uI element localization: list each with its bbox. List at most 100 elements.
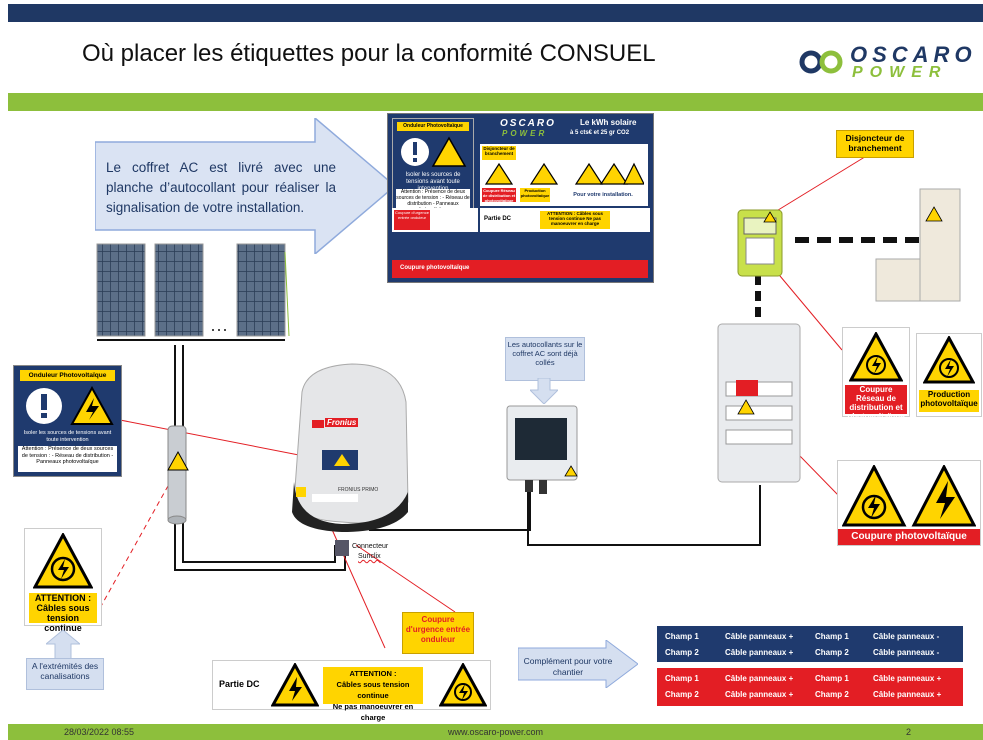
sheet-pour-votre: Pour votre installation. <box>573 192 633 198</box>
high-voltage-warning-icon-3 <box>849 332 903 382</box>
coupure-pv-text: Coupure photovoltaïque <box>838 529 980 545</box>
table-cell: Champ 1 <box>815 674 849 683</box>
table-row: Champ 2 Câble panneaux + Champ 2 Câble p… <box>657 646 963 660</box>
sheet-production: Production photovoltaïque <box>520 188 550 202</box>
top-bar <box>8 4 983 22</box>
table-red-block <box>657 668 963 706</box>
table-cell: Câble panneaux + <box>873 690 942 699</box>
table-cell: Champ 1 <box>665 674 699 683</box>
sheet-coupure-pv: Coupure photovoltaïque <box>400 265 470 271</box>
inverter-brand: Fronius <box>325 418 359 427</box>
extremites-note: A l'extrémités des canalisations <box>26 658 104 690</box>
footer-page-number: 2 <box>906 727 912 737</box>
electrical-panel <box>717 323 801 483</box>
down-arrow-shape <box>530 378 558 404</box>
sheet-partie-dc-label: Partie DC ATTENTION : Câbles sous tensio… <box>480 208 650 232</box>
complement-arrow-shape <box>518 640 638 688</box>
sheet-coupure-reseau: Coupure Réseau de distribution et photov… <box>482 188 516 203</box>
production-card: Production photovoltaïque <box>916 333 982 417</box>
partie-dc-attention: ATTENTION : <box>349 669 397 678</box>
connector-label: Connecteur <box>352 543 389 550</box>
sheet-red-rows: Coupure photovoltaïque <box>392 260 648 278</box>
high-voltage-warning-icon-4 <box>923 336 975 384</box>
high-voltage-warning-icon-2 <box>439 663 487 707</box>
onduleur-card-title: Onduleur Photovoltaïque <box>20 370 115 381</box>
linky-meter-device <box>737 209 783 277</box>
logo-text-power: POWER <box>852 64 948 81</box>
table-cell: Câble panneaux - <box>873 648 940 657</box>
partie-dc-text: Partie DC <box>219 679 260 689</box>
attention-line3: tension continue <box>44 613 82 633</box>
callout-arrow-shape <box>95 118 395 254</box>
attention-card-text: ATTENTION : Câbles sous tension continue <box>29 593 97 633</box>
oscaro-power-logo: OSCARO POWER <box>798 42 978 86</box>
logo-mark-icon <box>799 50 843 74</box>
ac-box-note: Les autocollants sur le coffret AC sont … <box>505 337 585 381</box>
table-cell: Champ 2 <box>815 690 849 699</box>
sheet-disjoncteur: Disjoncteur de branchement <box>482 146 516 160</box>
footer-date: 28/03/2022 08:55 <box>64 727 135 737</box>
utility-cabinets <box>875 188 961 302</box>
attention-line2: Câbles sous <box>36 603 90 613</box>
page-title: Où placer les étiquettes pour la conform… <box>82 40 656 67</box>
sheet-brand-block: OSCARO POWER Le kWh solaire à 5 cts€ et … <box>480 118 648 140</box>
table-cell: Champ 2 <box>815 648 849 657</box>
sheet-brand2: POWER <box>502 129 548 138</box>
onduleur-label-card: Onduleur Photovoltaïque Isoler les sourc… <box>13 365 122 477</box>
table-cell: Câble panneaux + <box>873 674 942 683</box>
inverter-device <box>292 363 409 532</box>
exclamation-icon <box>401 136 467 167</box>
table-row: Champ 1 Câble panneaux + Champ 1 Câble p… <box>657 630 963 644</box>
partie-dc-line2: Câbles sous tension continue <box>336 680 410 700</box>
coupure-urgence-label: Coupure d'urgence entrée onduleur <box>402 612 474 654</box>
high-voltage-warning-icon <box>33 533 93 589</box>
disjoncteur-label: Disjoncteur de branchement <box>836 130 914 158</box>
conduit-pipe <box>167 425 189 525</box>
attention-line1: ATTENTION : <box>34 593 92 603</box>
sticker-sheet: Onduleur Photovoltaïque Isoler les sourc… <box>387 113 654 283</box>
inverter-model: FRONIUS PRIMO <box>338 487 379 493</box>
table-cell: Câble panneaux + <box>725 648 794 657</box>
coupure-reseau-card: Coupure Réseau de distribution et photov… <box>842 327 910 421</box>
footer-bar: 28/03/2022 08:55 www.oscaro-power.com 2 <box>8 724 983 740</box>
onduleur-card-text2: Attention : Présence de deux sources de … <box>18 446 117 472</box>
solar-panels <box>96 243 290 341</box>
table-cell: Champ 2 <box>665 648 699 657</box>
logo-text-oscaro: OSCARO <box>850 42 977 67</box>
partie-dc-label: Partie DC ATTENTION : Câbles sous tensio… <box>212 660 491 722</box>
ac-box-device <box>506 405 578 494</box>
production-text: Production photovoltaïque <box>919 390 979 412</box>
sheet-kwh-line: à 5 cts€ et 25 gr CO2 <box>570 130 630 136</box>
sheet-coupure-urgence: Coupure d'urgence entrée onduleur <box>394 210 430 230</box>
onduleur-card-text1: Isoler les sources de tensions avant tou… <box>23 430 112 443</box>
sunclix-connector <box>335 540 349 556</box>
sheet-partie-dc: Partie DC <box>484 216 512 222</box>
table-blue-block <box>657 626 963 662</box>
sheet-kwh-title: Le kWh solaire <box>580 118 637 127</box>
sheet-stickers-grid: Disjoncteur de branchement Coupure Résea… <box>480 144 648 206</box>
cable-label-table: Champ 1 Câble panneaux + Champ 1 Câble p… <box>657 626 963 706</box>
callout-text: Le coffret AC est livré avec une planche… <box>106 160 336 215</box>
sheet-attention-dc: ATTENTION : Câbles sous tension continue… <box>540 211 610 229</box>
table-row: Champ 1 Câble panneaux + Champ 1 Câble p… <box>657 672 963 686</box>
table-cell: Câble panneaux + <box>725 674 794 683</box>
up-arrow-shape <box>46 630 80 660</box>
coupure-reseau-text: Coupure Réseau de distribution et photov… <box>845 385 907 421</box>
table-cell: Champ 1 <box>665 632 699 641</box>
table-row: Champ 2 Câble panneaux + Champ 2 Câble p… <box>657 688 963 702</box>
sheet-warning-row-icon <box>484 162 644 185</box>
sheet-blue-rows <box>392 236 648 260</box>
sheet-coupure-urgence-label: Coupure d'urgence entrée onduleur <box>392 208 478 232</box>
connector-label2: Sunclix <box>358 553 381 560</box>
lightning-warning-icon <box>271 663 319 707</box>
footer-url[interactable]: www.oscaro-power.com <box>448 727 544 737</box>
table-cell: Champ 2 <box>665 690 699 699</box>
attention-cable-card: ATTENTION : Câbles sous tension continue <box>24 528 102 633</box>
table-cell: Câble panneaux - <box>873 632 940 641</box>
table-cell: Câble panneaux + <box>725 632 794 641</box>
complement-text: Complément pour votre chantier <box>523 656 613 677</box>
sheet-brand1: OSCARO <box>500 118 556 129</box>
table-cell: Champ 1 <box>815 632 849 641</box>
double-warning-icons <box>842 465 976 527</box>
table-cell: Câble panneaux + <box>725 690 794 699</box>
